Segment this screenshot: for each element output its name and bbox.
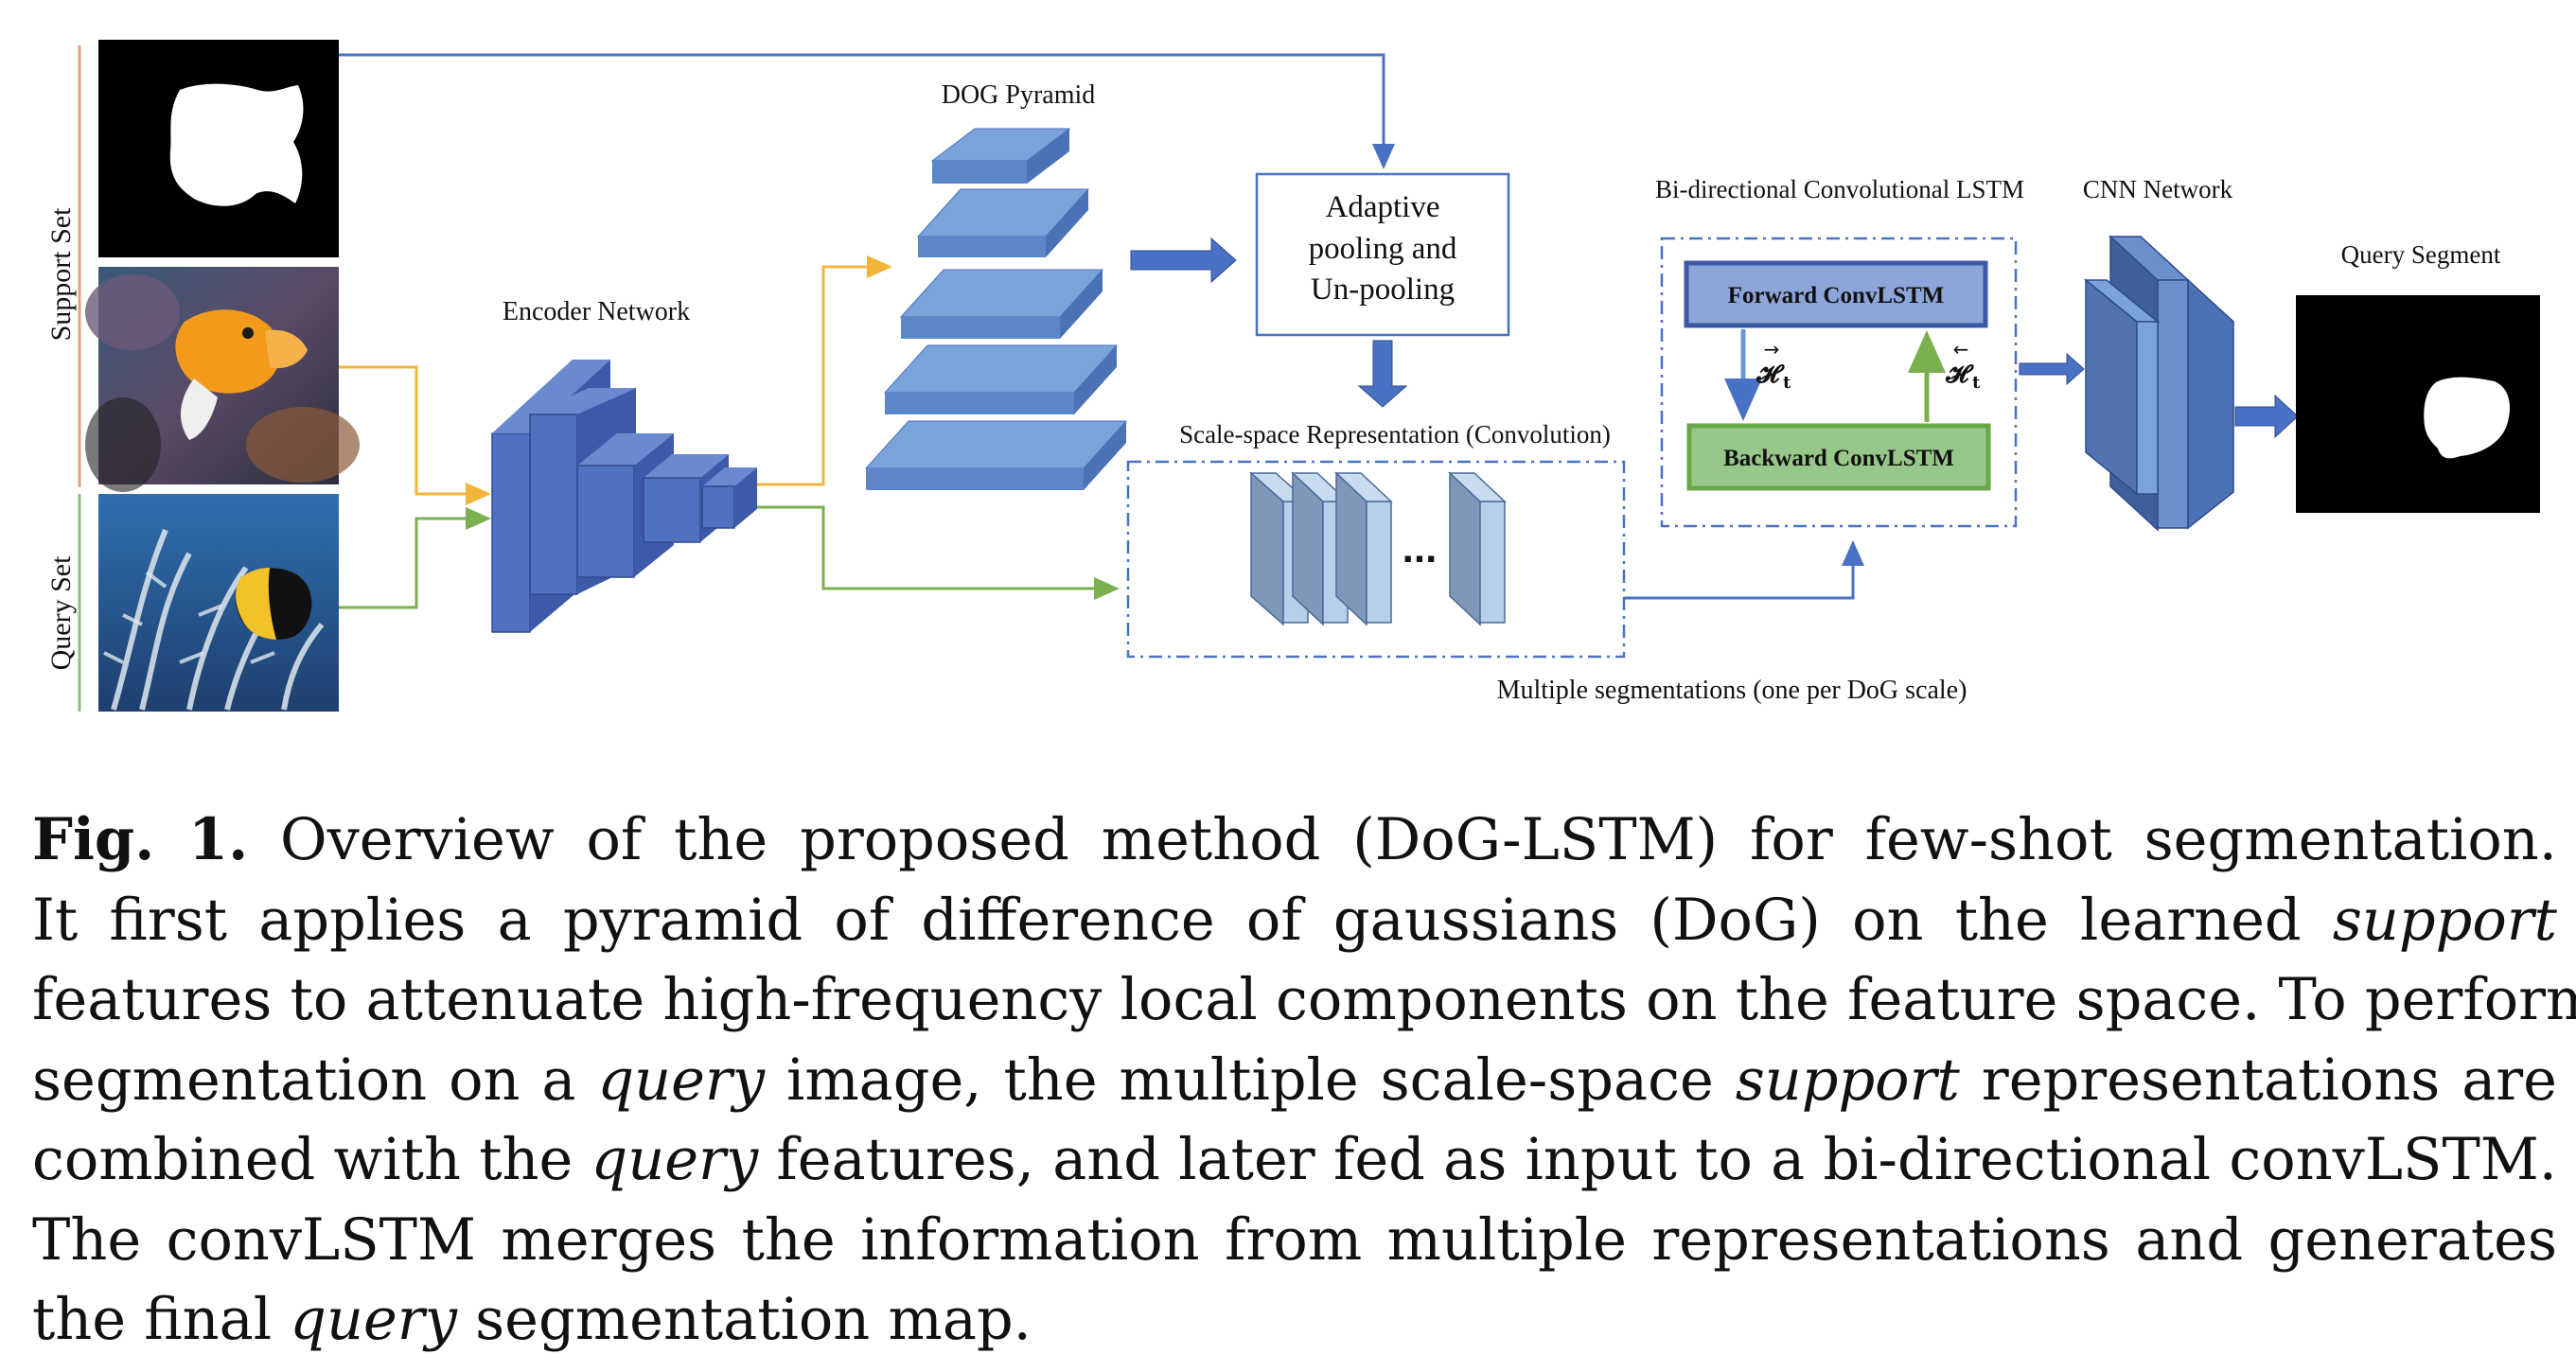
bilstm-label: Bi-directional Convolutional LSTM <box>1655 175 2024 203</box>
svg-text:→: → <box>1764 338 1780 361</box>
support-to-encoder-arrow <box>339 365 491 505</box>
multiple-seg-label: Multiple segmentations (one per DoG scal… <box>1497 676 1967 705</box>
svg-text:t: t <box>1783 373 1791 393</box>
pyramid-to-pooling-arrow <box>1130 237 1237 284</box>
dog-pyramid-label: DOG Pyramid <box>942 80 1096 110</box>
mask-to-pooling-arrow <box>339 53 1395 169</box>
query-set-label: Query Set <box>45 555 77 670</box>
forward-convlstm-block: Forward ConvLSTM <box>1684 260 1988 328</box>
support-fish-photo <box>85 267 360 492</box>
figure-caption: Fig. 1. Overview of the proposed method … <box>32 800 2576 1361</box>
cnn-network-label: CNN Network <box>2083 175 2233 203</box>
ellipsis: ... <box>1403 525 1438 572</box>
dog-pyramid <box>864 128 1128 490</box>
query-segment-label: Query Segment <box>2341 240 2501 269</box>
backward-convlstm-block: Backward ConvLSTM <box>1686 423 1991 491</box>
encoder-to-scalespace-arrow <box>757 505 1120 600</box>
caption-line-7: the final query segmentation map. <box>32 1287 1032 1353</box>
cnn-network <box>2083 235 2234 532</box>
encoder-network <box>491 360 757 633</box>
caption-line-4: segmentation on a query image, the multi… <box>32 1047 2557 1114</box>
encoder-to-pyramid-arrow <box>757 255 892 486</box>
pooling-line-3: Un-pooling <box>1311 273 1455 307</box>
svg-text:𝓗: 𝓗 <box>1945 361 1974 389</box>
scalespace-to-lstm-arrow <box>1624 540 1864 600</box>
method-overview-diagram: Support Set Query Set Encoder Network <box>45 40 2540 712</box>
svg-text:𝓗: 𝓗 <box>1756 361 1785 389</box>
scale-space-box <box>1126 460 1626 659</box>
caption-line-2: It first applies a pyramid of difference… <box>32 887 2557 954</box>
pooling-line-2: pooling and <box>1309 232 1457 266</box>
svg-text:←: ← <box>1953 338 1969 361</box>
h-forward-symbol: → 𝓗 t <box>1756 338 1791 393</box>
query-segment-image <box>2296 295 2540 513</box>
cnn-to-segment-arrow <box>2234 394 2299 439</box>
query-fish-photo <box>98 494 339 712</box>
scale-space-label: Scale-space Representation (Convolution) <box>1179 420 1611 449</box>
adaptive-pooling-box: Adaptive pooling and Un-pooling <box>1255 172 1510 337</box>
caption-line-1: Fig. 1. Overview of the proposed method … <box>32 806 2557 873</box>
backward-label: Backward ConvLSTM <box>1723 446 1954 471</box>
pooling-line-1: Adaptive <box>1326 190 1440 224</box>
fig-label: Fig. 1. <box>32 806 249 873</box>
lstm-to-cnn-arrow <box>2019 352 2085 386</box>
scale-space-layers <box>1249 471 1507 626</box>
encoder-network-label: Encoder Network <box>503 297 690 326</box>
support-mask-image <box>98 40 339 257</box>
query-to-encoder-arrow <box>339 507 491 609</box>
h-backward-symbol: ← 𝓗 t <box>1945 338 1981 393</box>
svg-text:t: t <box>1972 373 1981 393</box>
caption-line-3: features to attenuate high-frequency loc… <box>32 967 2576 1033</box>
support-set-label: Support Set <box>45 207 77 342</box>
bilstm-box <box>1660 237 2018 528</box>
caption-line-6: The convLSTM merges the information from… <box>32 1206 2557 1274</box>
forward-label: Forward ConvLSTM <box>1728 283 1944 308</box>
pooling-to-scalespace-arrow <box>1357 340 1408 408</box>
caption-line-5: combined with the query features, and la… <box>32 1127 2558 1193</box>
